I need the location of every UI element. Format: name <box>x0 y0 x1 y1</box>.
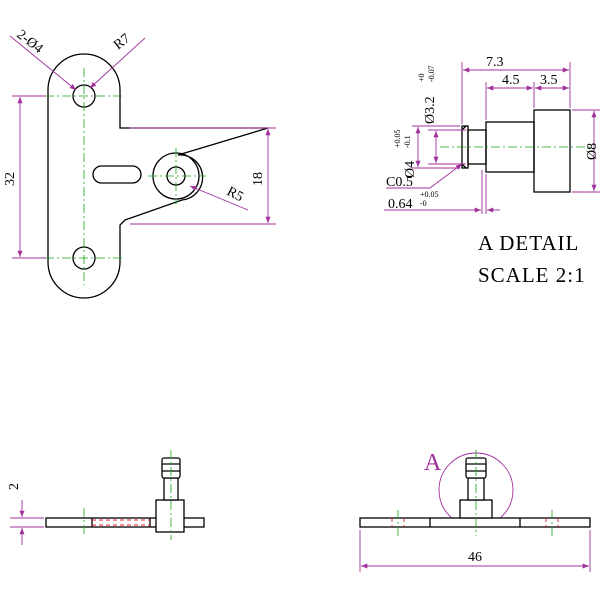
dim-tip-dia: Ø4 <box>403 161 418 178</box>
dim-boss-height: 18 <box>251 172 266 186</box>
dim-head-dia: Ø8 <box>585 143 600 160</box>
detail-scale: SCALE 2:1 <box>478 263 586 287</box>
front-view: 2-Ø4 R7 32 18 R5 <box>3 27 276 299</box>
dim-boss-radius: R5 <box>224 184 245 205</box>
leader-chamfer <box>429 163 463 189</box>
dim-groove-dia: Ø3.2 <box>423 96 438 124</box>
dim-len-head: 3.5 <box>540 73 558 88</box>
pin-tip-chamfer <box>461 125 467 169</box>
slot <box>92 165 142 184</box>
dim-len-mid: 4.5 <box>502 73 520 88</box>
detail-view-a: 7.3 4.5 3.5 Ø3.2 +0 -0.07 Ø4 +0.05 -0.1 … <box>384 55 600 287</box>
leader-boss-radius <box>189 185 249 211</box>
tol-groove-w-upper: +0.05 <box>420 190 439 199</box>
side-plate <box>45 517 205 528</box>
detail-title: A DETAIL <box>478 231 579 255</box>
boss-outer <box>152 152 200 200</box>
leader-top-radius <box>89 37 146 89</box>
tol-groove-w-lower: -0 <box>420 199 427 208</box>
bottom-view: A 46 <box>359 450 591 572</box>
side-view: 2 <box>7 450 205 545</box>
dim-groove-width: 0.64 <box>388 197 413 212</box>
dim-overall-length: 46 <box>468 550 482 565</box>
bracket-outline <box>47 53 269 299</box>
dim-len-total: 7.3 <box>486 55 504 70</box>
side-pin-base <box>155 499 185 533</box>
tol-groove-lower: -0.07 <box>427 65 436 82</box>
detail-marker: A <box>424 450 442 476</box>
hidden-slot <box>92 519 150 526</box>
dim-height-total: 32 <box>3 172 18 186</box>
dim-top-radius: R7 <box>111 31 133 53</box>
tol-tip-lower: -0.1 <box>403 135 412 148</box>
bottom-plate <box>359 517 591 528</box>
dim-chamfer: C0.5 <box>386 175 413 190</box>
tol-tip-upper: +0.05 <box>393 129 402 148</box>
dim-plate-thickness: 2 <box>7 483 22 490</box>
leader-hole-dia <box>9 35 77 91</box>
tol-groove-upper: +0 <box>417 73 426 82</box>
pin-head <box>533 109 571 193</box>
